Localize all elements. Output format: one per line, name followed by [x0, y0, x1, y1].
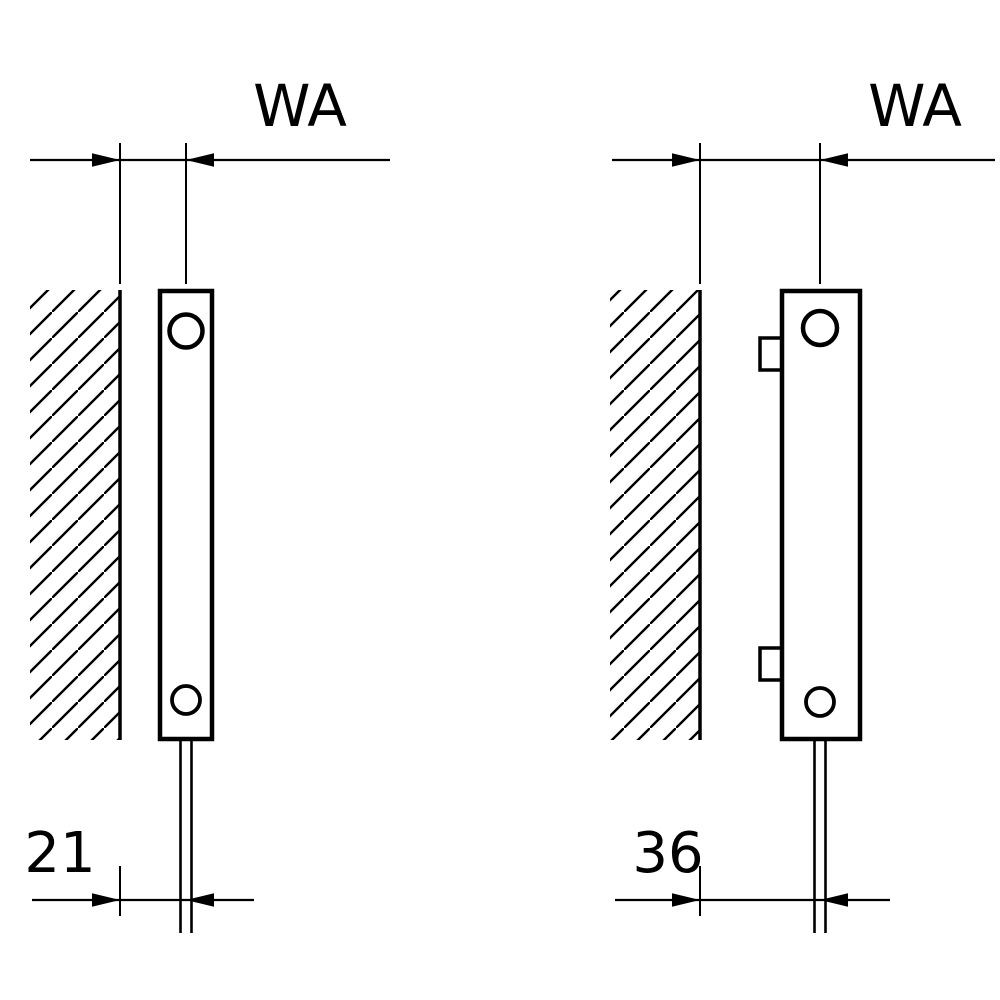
arrowhead-right-icon [92, 893, 120, 907]
wall-distance-value: 36 [632, 821, 703, 886]
wa-dimension-label: WA [253, 72, 347, 140]
radiator-panel [779, 288, 863, 742]
upper-connection-circle [167, 312, 205, 350]
arrowhead-left-icon [186, 153, 214, 167]
radiator-panel [157, 288, 215, 742]
lower-connection-circle [804, 686, 836, 718]
mounting-bracket-top [758, 336, 783, 372]
arrowhead-left-icon [820, 153, 848, 167]
arrowhead-right-icon [92, 153, 120, 167]
arrowhead-right-icon [672, 153, 700, 167]
mounting-bracket-bottom [758, 646, 783, 682]
wall-hatching [30, 290, 120, 740]
wall-hatching [610, 290, 700, 740]
arrowhead-right-icon [672, 893, 700, 907]
arrowhead-left-icon [186, 893, 214, 907]
arrowhead-left-icon [820, 893, 848, 907]
wa-dimension-label: WA [868, 72, 962, 140]
left-figure [30, 143, 390, 933]
lower-connection-circle [170, 684, 202, 716]
right-figure [610, 143, 995, 933]
wall-distance-value: 21 [24, 821, 95, 886]
upper-connection-circle [800, 308, 840, 348]
